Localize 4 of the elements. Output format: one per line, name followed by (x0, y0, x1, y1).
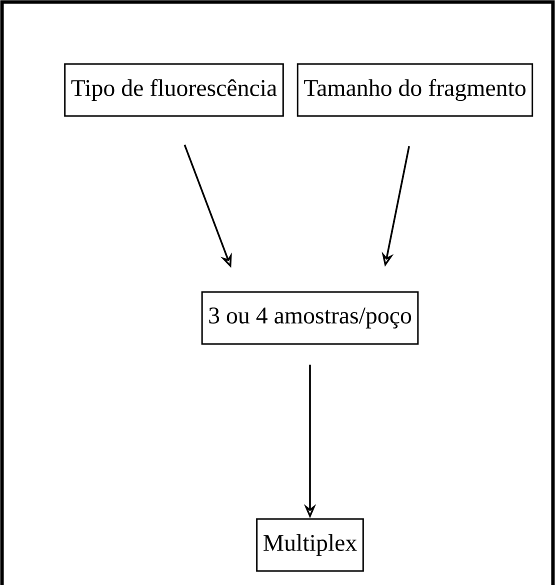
process-box: 3 ou 4 amostras/poço (201, 291, 419, 345)
process-box: Tamanho do fragmento (296, 63, 534, 117)
process-box: Multiplex (256, 518, 364, 572)
process-box: Tipo de fluorescência (64, 63, 284, 117)
